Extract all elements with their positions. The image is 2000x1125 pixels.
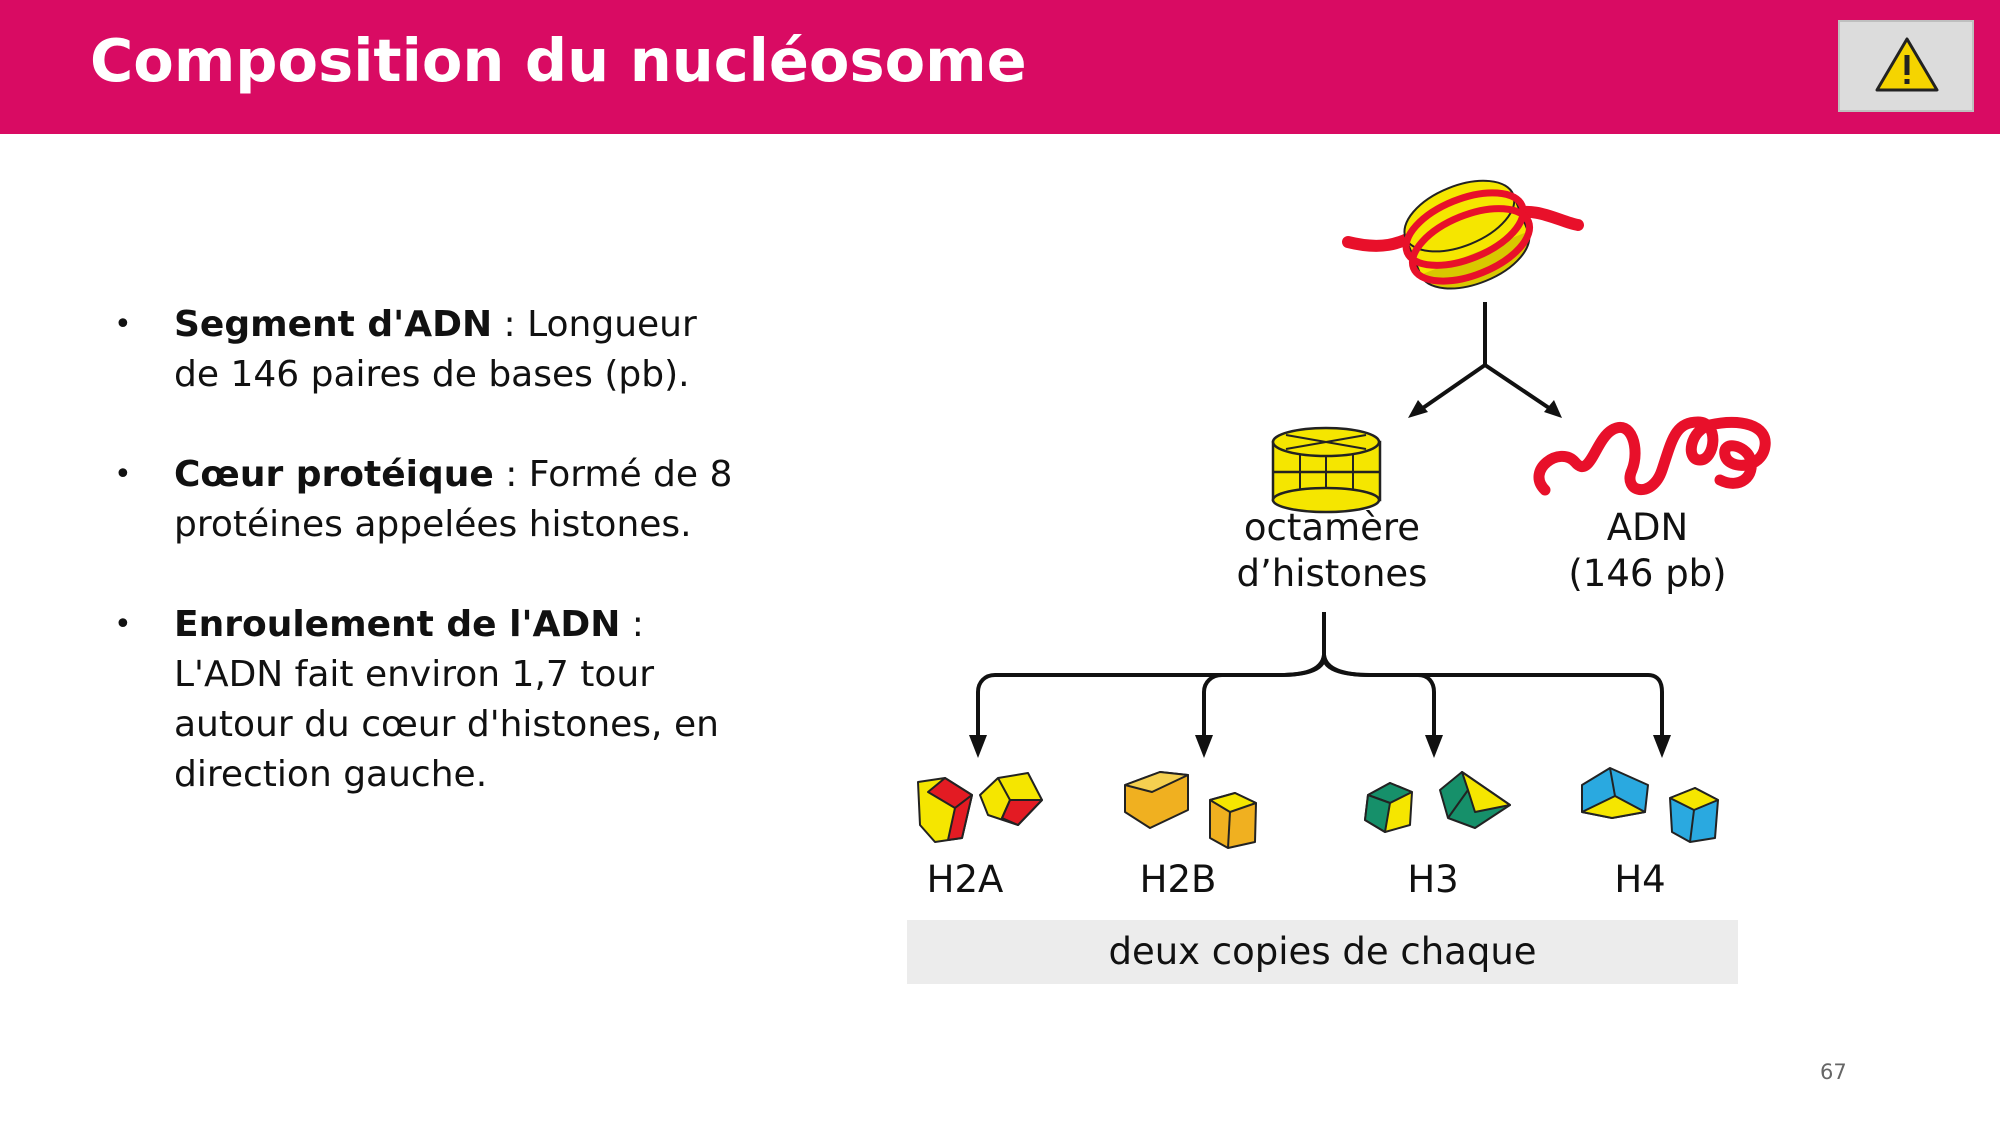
- arrowhead-left: [1408, 400, 1428, 418]
- octamer-icon: [1271, 426, 1382, 514]
- bullet-list: • Segment d'ADN : Longueur de 146 paires…: [110, 300, 750, 850]
- page-number: 67: [1820, 1060, 1847, 1084]
- arrowhead-h2b: [1195, 735, 1213, 758]
- bullet-term: Cœur protéique: [174, 454, 494, 495]
- bullet-text: : L'ADN fait environ 1,7 tour autour du …: [174, 604, 719, 795]
- bullet-term: Segment d'ADN: [174, 304, 493, 345]
- bullet-item-enroulement: • Enroulement de l'ADN : L'ADN fait envi…: [110, 600, 750, 800]
- warning-icon: [1875, 37, 1939, 92]
- octamer-label-line2: d’histones: [1236, 552, 1428, 595]
- label-h2a: H2A: [926, 858, 1004, 901]
- arrowhead-h4: [1653, 735, 1671, 758]
- page-title: Composition du nucléosome: [90, 26, 1027, 95]
- bullet-term: Enroulement de l'ADN: [174, 604, 621, 645]
- h3-icon: [1364, 771, 1511, 833]
- copies-caption: deux copies de chaque: [1108, 930, 1537, 973]
- h2a-icon: [917, 772, 1043, 843]
- title-bar: Composition du nucléosome: [0, 0, 2000, 134]
- bullet-dot: •: [114, 607, 132, 642]
- bullet-item-coeur: • Cœur protéique : Formé de 8 protéines …: [110, 450, 750, 550]
- histone-tree: [976, 612, 1664, 735]
- arrowhead-right: [1544, 400, 1562, 418]
- nucleosome-icon: [1342, 179, 1584, 290]
- bullet-text: : Formé de 8 protéines appelées histones…: [174, 454, 733, 545]
- label-h4: H4: [1614, 858, 1666, 901]
- dna-label-line1: ADN: [1606, 506, 1689, 549]
- h2b-icon: [1124, 771, 1257, 849]
- label-h2b: H2B: [1139, 858, 1217, 901]
- bullet-dot: •: [114, 307, 132, 342]
- bullet-text: : Longueur de 146 paires de bases (pb).: [174, 304, 697, 395]
- bullet-dot: •: [114, 457, 132, 492]
- octamer-label: octamère d’histones: [1222, 505, 1442, 597]
- arrowhead-h3: [1425, 735, 1443, 758]
- arrowhead-h2a: [969, 735, 987, 758]
- split-arrows: [1418, 302, 1554, 412]
- h4-icon: [1581, 767, 1719, 843]
- dna-label: ADN (146 pb): [1560, 505, 1735, 597]
- dna-strand: [1533, 416, 1771, 496]
- bullet-item-segment: • Segment d'ADN : Longueur de 146 paires…: [110, 300, 750, 400]
- octamer-label-line1: octamère: [1243, 506, 1421, 549]
- dna-label-line2: (146 pb): [1568, 552, 1727, 595]
- label-h3: H3: [1407, 858, 1459, 901]
- copies-caption-bar: deux copies de chaque: [907, 920, 1738, 984]
- warning-button[interactable]: [1838, 20, 1974, 112]
